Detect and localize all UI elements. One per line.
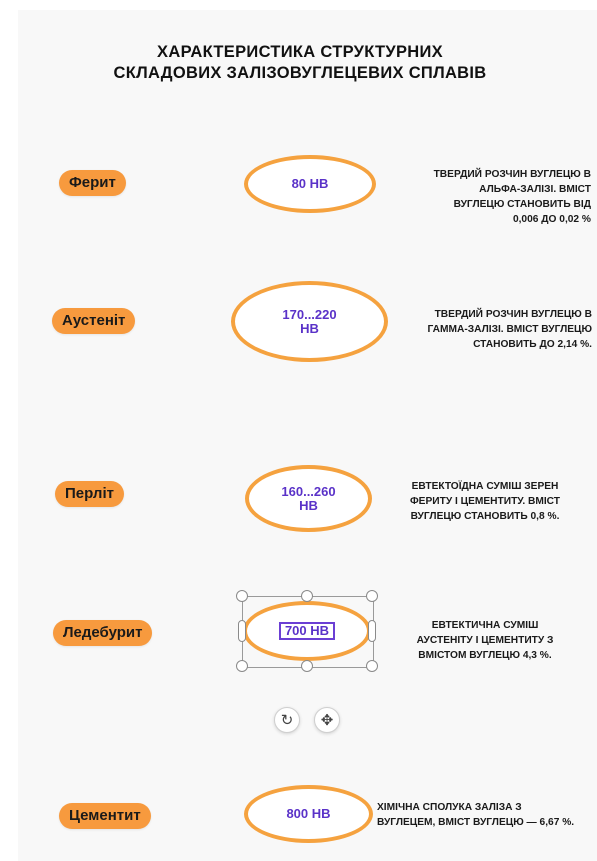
resize-handle-bottom[interactable]	[301, 660, 313, 672]
desc-ledeburit-line: ВМІСТОМ ВУГЛЕЦЮ 4,3 %.	[418, 650, 552, 661]
page-title: ХАРАКТЕРИСТИКА СТРУКТУРНИХ СКЛАДОВИХ ЗАЛ…	[0, 42, 597, 84]
rotate-icon[interactable]: ↻	[274, 707, 300, 733]
resize-handle-bottom-right[interactable]	[366, 660, 378, 672]
desc-ledeburit-line: АУСТЕНІТУ І ЦЕМЕНТИТУ З	[416, 635, 554, 646]
hardness-perlit-value: 160...260	[281, 483, 336, 499]
desc-ledeburit: ЕВТЕКТИЧНА СУМІШ АУСТЕНІТУ І ЦЕМЕНТИТУ З…	[400, 618, 570, 663]
resize-handle-left[interactable]	[238, 620, 246, 642]
resize-handle-top-right[interactable]	[366, 590, 378, 602]
desc-ferit-line: АЛЬФА-ЗАЛІЗІ. ВМІСТ	[479, 184, 591, 195]
hardness-austenit-value: 170...220	[282, 306, 337, 322]
title-line-1: ХАРАКТЕРИСТИКА СТРУКТУРНИХ	[157, 43, 443, 61]
desc-cementit-line: ХІМІЧНА СПОЛУКА ЗАЛІЗА З	[377, 802, 522, 813]
resize-handle-bottom-left[interactable]	[236, 660, 248, 672]
hardness-ledeburit[interactable]: 700 HB	[278, 622, 336, 640]
desc-ferit-line: ТВЕРДИЙ РОЗЧИН ВУГЛЕЦЮ В	[433, 169, 591, 180]
node-perlit[interactable]: 160...260 HB	[245, 465, 372, 532]
node-austenit[interactable]: 170...220 HB	[231, 281, 388, 362]
node-cementit[interactable]: 800 HB	[244, 785, 373, 843]
desc-ferit-line: 0,006 ДО 0,02 %	[512, 214, 591, 225]
slide-canvas	[18, 10, 597, 861]
desc-perlit-line: ФЕРИТУ І ЦЕМЕНТИТУ. ВМІСТ	[409, 496, 561, 507]
hardness-austenit-unit: HB	[300, 320, 319, 336]
hardness-ferit: 80 HB	[291, 176, 329, 191]
resize-handle-top[interactable]	[301, 590, 313, 602]
label-austenit[interactable]: Аустеніт	[52, 308, 136, 334]
desc-cementit-line: ВУГЛЕЦЕМ, ВМІСТ ВУГЛЕЦЮ — 6,67 %.	[377, 817, 575, 828]
label-perlit[interactable]: Перліт	[55, 481, 124, 507]
title-line-2: СКЛАДОВИХ ЗАЛІЗОВУГЛЕЦЕВИХ СПЛАВІВ	[113, 64, 487, 82]
desc-austenit: ТВЕРДИЙ РОЗЧИН ВУГЛЕЦЮ В ГАММА-ЗАЛІЗІ. В…	[398, 307, 592, 352]
desc-ferit: ТВЕРДИЙ РОЗЧИН ВУГЛЕЦЮ В АЛЬФА-ЗАЛІЗІ. В…	[395, 167, 591, 227]
desc-perlit-line: ВУГЛЕЦЮ СТАНОВИТЬ 0,8 %.	[410, 511, 560, 522]
resize-handle-top-left[interactable]	[236, 590, 248, 602]
label-cementit[interactable]: Цементит	[59, 803, 151, 829]
desc-austenit-line: ГАММА-ЗАЛІЗІ. ВМІСТ ВУГЛЕЦЮ	[427, 324, 592, 335]
selection-box	[242, 596, 374, 668]
desc-ledeburit-line: ЕВТЕКТИЧНА СУМІШ	[431, 620, 539, 631]
desc-austenit-line: ТВЕРДИЙ РОЗЧИН ВУГЛЕЦЮ В	[434, 309, 592, 320]
label-ledeburit[interactable]: Ледебурит	[53, 620, 153, 646]
move-icon[interactable]: ✥	[314, 707, 340, 733]
node-ferit[interactable]: 80 HB	[244, 155, 376, 213]
desc-austenit-line: СТАНОВИТЬ ДО 2,14 %.	[473, 339, 592, 350]
desc-perlit-line: ЕВТЕКТОЇДНА СУМІШ ЗЕРЕН	[411, 481, 559, 492]
hardness-cementit: 800 HB	[286, 806, 331, 821]
label-ferit[interactable]: Ферит	[59, 170, 126, 196]
desc-perlit: ЕВТЕКТОЇДНА СУМІШ ЗЕРЕН ФЕРИТУ І ЦЕМЕНТИ…	[390, 479, 580, 524]
resize-handle-right[interactable]	[368, 620, 376, 642]
desc-ferit-line: ВУГЛЕЦЮ СТАНОВИТЬ ВІД	[453, 199, 591, 210]
desc-cementit: ХІМІЧНА СПОЛУКА ЗАЛІЗА З ВУГЛЕЦЕМ, ВМІСТ…	[377, 800, 591, 830]
hardness-perlit-unit: HB	[299, 497, 318, 513]
